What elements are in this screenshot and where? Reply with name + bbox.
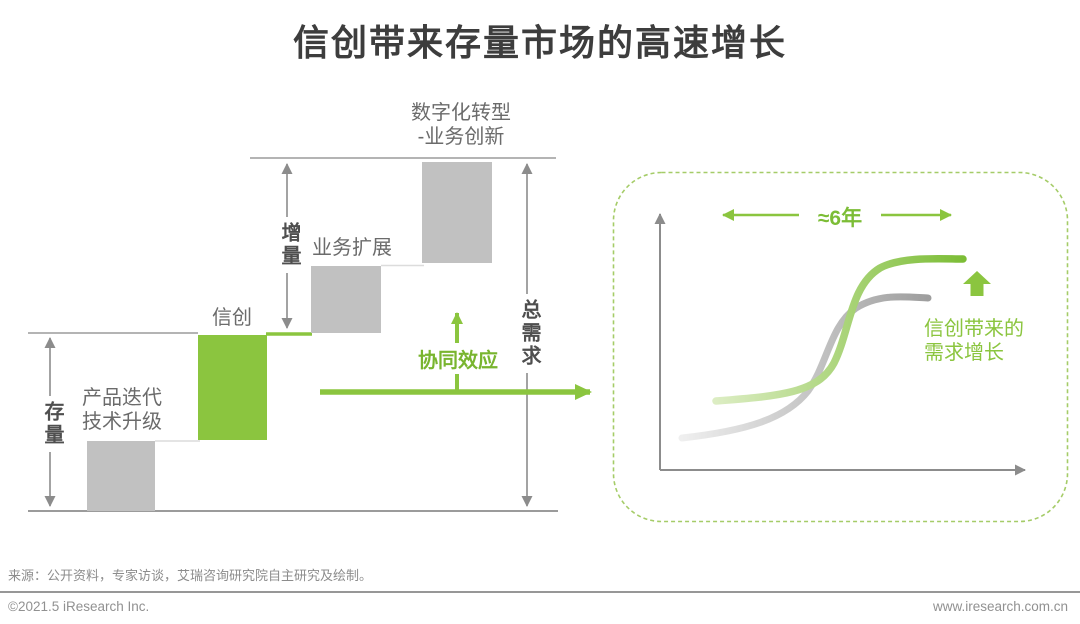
label-xinchuang: 信创	[212, 307, 252, 329]
growth-panel-border	[612, 171, 1069, 523]
box-digital-transformation	[422, 162, 492, 263]
growth-up-arrow-icon	[963, 271, 991, 296]
label-synergy: 协同效应	[413, 343, 503, 374]
website-text: www.iresearch.com.cn	[932, 599, 1068, 614]
page-title: 信创带来存量市场的高速增长	[292, 22, 787, 63]
label-xinchuang-growth: 信创带来的 需求增长	[924, 318, 1024, 364]
existing-demand-curve	[678, 293, 932, 442]
label-increment: 增量	[275, 217, 304, 273]
label-digital-transformation: 数字化转型 -业务创新	[411, 102, 511, 148]
waterfall-boxes	[87, 162, 492, 511]
box-product-iteration	[87, 441, 155, 511]
label-stock: 存量	[38, 396, 67, 452]
xinchuang-demand-curve	[712, 254, 967, 405]
label-business-expansion: 业务扩展	[312, 237, 392, 259]
copyright-text: ©2021.5 iResearch Inc.	[8, 599, 150, 614]
box-business-expansion	[311, 266, 381, 333]
label-total-demand: 总需求	[515, 294, 544, 373]
label-product-iteration: 产品迭代 技术升级	[82, 387, 162, 433]
source-note: 来源：公开资料，专家访谈，艾瑞咨询研究院自主研究及绘制。	[0, 565, 1080, 593]
box-xinchuang	[198, 335, 267, 440]
label-duration: ≈6年	[817, 207, 863, 230]
growth-panel	[612, 171, 1069, 523]
